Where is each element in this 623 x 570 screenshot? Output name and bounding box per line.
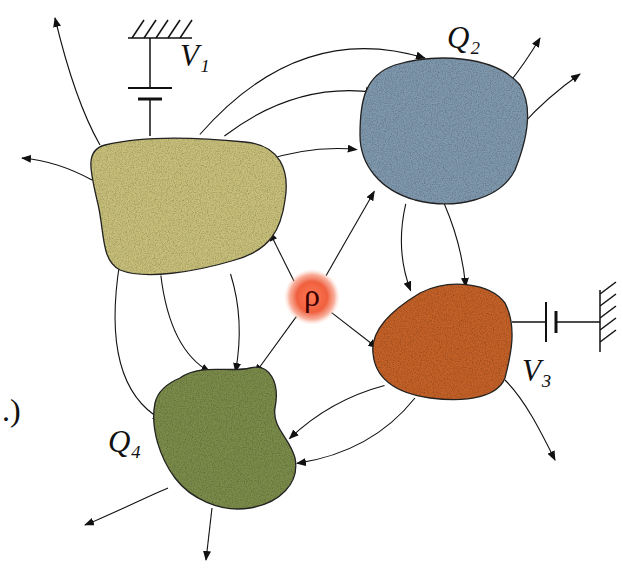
blob-outline <box>370 278 515 403</box>
field-line <box>22 18 580 560</box>
conductor-label: Q₂ <box>447 22 480 53</box>
field-arrow <box>255 317 296 374</box>
field-arrow <box>332 313 378 348</box>
field-arrow <box>326 191 374 275</box>
blob-outline <box>85 130 290 280</box>
conductor-label: V₁ <box>180 40 210 71</box>
battery-symbol <box>512 282 616 352</box>
charge-symbol: ρ <box>304 279 320 311</box>
field-arrow <box>444 204 465 287</box>
field-arrow <box>270 232 295 281</box>
conductor-label: V₃ <box>522 355 552 386</box>
field-arrow <box>161 276 210 372</box>
fragment-label: .) <box>2 394 21 426</box>
blob-outline <box>150 358 300 513</box>
charge-circle: ρ <box>284 269 340 325</box>
battery-symbol <box>128 20 192 136</box>
field-arrow <box>231 274 240 372</box>
field-arrow <box>290 386 385 439</box>
conductor-blob: V₃ <box>370 278 515 403</box>
field-arrow <box>115 262 162 420</box>
conductor-blob: Q₄ <box>150 358 300 513</box>
field-arrow <box>224 91 374 136</box>
field-arrow <box>401 204 410 291</box>
conductor-blob: Q₂ <box>355 55 530 210</box>
field-arrow <box>297 398 415 463</box>
conductor-blob: V₁ <box>85 130 290 280</box>
blob-outline <box>355 55 530 210</box>
conductor-label: Q₄ <box>108 426 141 457</box>
